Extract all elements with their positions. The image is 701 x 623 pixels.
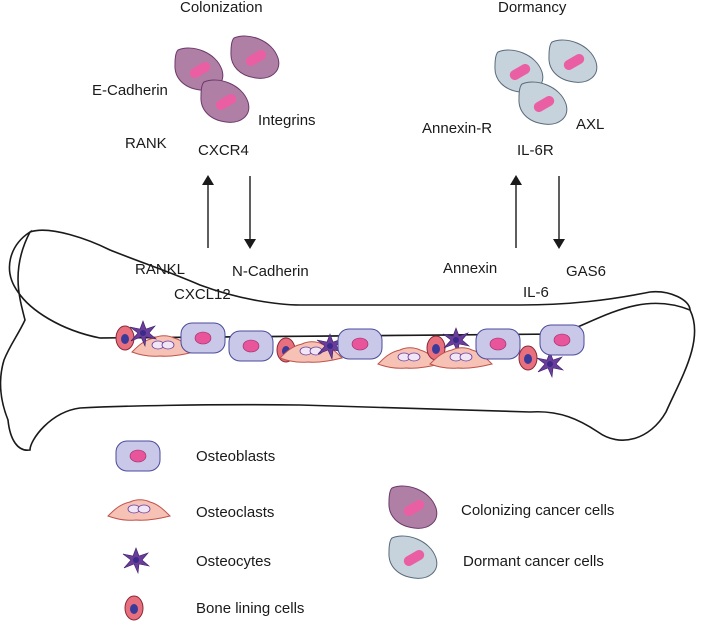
legend-osteoblasts-label: Osteoblasts (196, 448, 276, 465)
bone-epiphysis-top (29, 229, 691, 311)
legend-bone-lining-label: Bone lining cells (196, 600, 305, 617)
bone-surface-cells (115, 320, 585, 378)
osteoblast-cell (539, 324, 585, 356)
dormancy-title: Dormancy (498, 0, 567, 16)
legend-dormant-label: Dormant cancer cells (463, 553, 604, 570)
legend-osteoclast-symbol (107, 499, 171, 521)
label-il6: IL-6 (523, 284, 549, 301)
legend-dormant-symbol (388, 535, 438, 579)
label-il6r: IL-6R (517, 142, 554, 159)
label-integrins: Integrins (258, 112, 316, 129)
legend-colonizing-symbol (388, 485, 438, 529)
label-rank: RANK (125, 135, 167, 152)
label-n-cadherin: N-Cadherin (232, 263, 309, 280)
dormant-cancer-cell (518, 81, 568, 125)
label-e-cadherin: E-Cadherin (92, 82, 168, 99)
colonizing-cancer-cell (230, 35, 280, 79)
colonizing-cell-cluster (174, 35, 280, 123)
label-gas6: GAS6 (566, 263, 607, 280)
label-rankl: RANKL (135, 261, 186, 278)
bone-lining-cell (115, 325, 135, 351)
legend-bone-lining-symbol (124, 595, 144, 621)
colonization-title: Colonization (180, 0, 263, 16)
dormant-cell-cluster (494, 39, 598, 125)
osteoblast-cell (180, 322, 226, 354)
colonizing-cancer-cell (200, 79, 250, 123)
label-annexin: Annexin (443, 260, 498, 277)
bone-lining-cell (518, 345, 538, 371)
osteoblast-cell (475, 328, 521, 360)
label-annexin-r: Annexin-R (422, 120, 493, 137)
legend-osteoclasts-label: Osteoclasts (196, 504, 275, 521)
legend-osteoblast-symbol (115, 440, 161, 472)
label-cxcl12: CXCL12 (174, 286, 231, 303)
osteoblast-cell (337, 328, 383, 360)
osteoblast-cell (228, 330, 274, 362)
dormant-cancer-cell (548, 39, 598, 83)
legend-osteocytes-label: Osteocytes (196, 553, 272, 570)
legend-colonizing-label: Colonizing cancer cells (461, 502, 615, 519)
label-cxcr4: CXCR4 (198, 142, 249, 159)
osteocyte-cell (536, 351, 564, 378)
legend-osteocyte-symbol (122, 547, 150, 574)
label-axl: AXL (576, 116, 605, 133)
